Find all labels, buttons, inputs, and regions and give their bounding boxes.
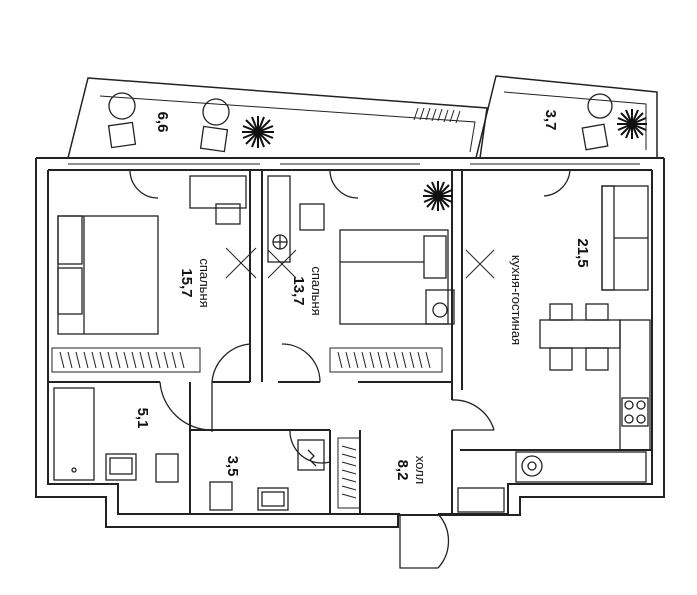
kitchen-living-area: 21,5	[574, 238, 591, 267]
plant-icon	[423, 181, 453, 211]
balcony-left-area: 6,6	[154, 112, 171, 133]
balcony-left-furniture	[107, 92, 230, 153]
balcony-railing-hatch	[413, 107, 461, 124]
sofa	[601, 185, 649, 291]
interior-walls	[48, 170, 652, 514]
kitchen-living-label: кухня-гостиная	[509, 255, 524, 345]
bedroom-1-label: спальня	[197, 258, 212, 307]
bathroom-area: 5,1	[134, 408, 151, 429]
bedroom-1-area: 15,7	[178, 268, 195, 297]
bed-icon	[339, 229, 449, 325]
electrical-panel	[297, 439, 325, 471]
toilet	[155, 453, 179, 483]
balcony-right-furniture	[581, 93, 613, 151]
bathtub	[53, 387, 95, 481]
dining-table	[539, 303, 621, 371]
wc-fixtures	[209, 481, 289, 511]
wardrobe-hatch	[329, 347, 443, 373]
hall-area: 8,2	[394, 460, 411, 481]
kitchen-counter	[515, 319, 651, 483]
plant-icon	[242, 116, 274, 148]
outer-walls	[35, 157, 665, 528]
bedroom-2-label: спальня	[309, 266, 324, 315]
bedroom-2-area: 13,7	[290, 276, 307, 305]
doors	[129, 169, 571, 569]
bed-icon	[57, 215, 159, 335]
desk	[267, 175, 325, 263]
hall-wardrobe-hatch	[337, 437, 361, 509]
ceiling-light-cross	[225, 247, 257, 279]
wardrobe-hatch	[51, 347, 201, 373]
plant-icon	[617, 109, 647, 139]
wc-area: 3,5	[224, 456, 241, 477]
washing-machine	[425, 289, 455, 325]
hall-label: холл	[413, 456, 428, 484]
hall-shelf	[457, 487, 505, 513]
balcony-right-area: 3,7	[542, 110, 559, 131]
desk	[189, 175, 247, 225]
balcony-left	[67, 77, 488, 159]
sink	[105, 453, 137, 481]
ceiling-light-cross	[267, 249, 495, 279]
